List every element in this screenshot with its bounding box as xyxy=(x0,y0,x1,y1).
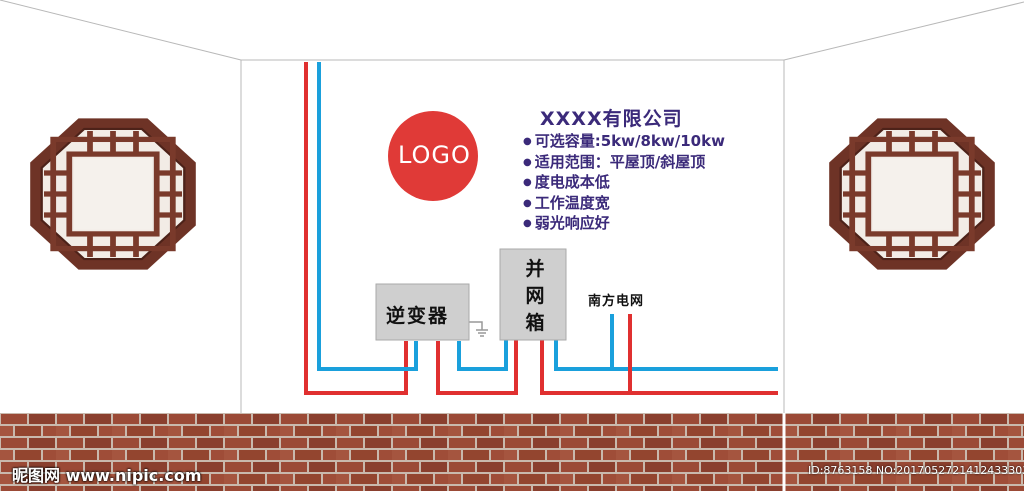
feature-item: 工作温度宽 xyxy=(523,193,725,214)
grid-box-label-char: 并 xyxy=(525,258,545,280)
grid-box xyxy=(499,248,567,341)
company-name: XXXX有限公司 xyxy=(540,108,683,130)
feature-item: 可选容量:5kw/8kw/10kw xyxy=(523,131,725,152)
watermark-site: 昵图网 www.nipic.com xyxy=(12,466,202,485)
room-edges xyxy=(0,0,1024,413)
grid-box-label-char: 网 xyxy=(525,285,545,307)
feature-list: 可选容量:5kw/8kw/10kw 适用范围：平屋顶/斜屋顶 度电成本低 工作温… xyxy=(523,131,725,234)
logo-text: LOGO xyxy=(398,141,471,169)
window-lattice-icon xyxy=(30,118,196,269)
feature-item: 适用范围：平屋顶/斜屋顶 xyxy=(523,152,725,173)
grid-label: 南方电网 xyxy=(588,294,645,309)
watermark-id: ID:8763158 NO:20170527214124333033 xyxy=(808,464,1024,477)
grid-box-label: 并 网 箱 xyxy=(520,256,550,337)
grid-box-label-char: 箱 xyxy=(525,312,545,334)
brick-wall xyxy=(0,413,1024,491)
logo-circle xyxy=(388,111,478,201)
window-lattice-icon xyxy=(829,118,995,269)
feature-item: 弱光响应好 xyxy=(523,213,725,234)
wiring xyxy=(304,62,778,395)
inverter-label: 逆变器 xyxy=(386,305,450,327)
feature-item: 度电成本低 xyxy=(523,172,725,193)
inverter-box xyxy=(375,283,470,341)
